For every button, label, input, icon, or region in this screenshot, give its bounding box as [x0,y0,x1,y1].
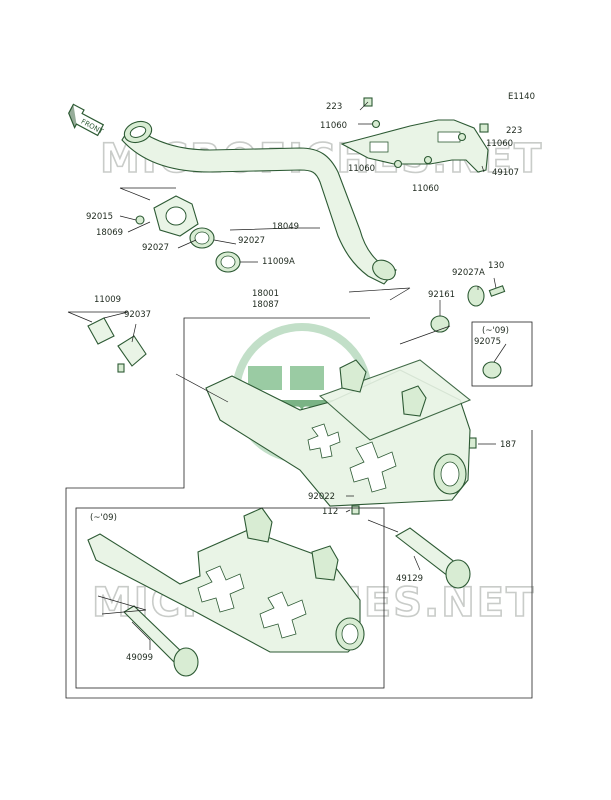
box-note-early: (~'09) [90,513,117,523]
gasket-92027 [189,227,215,249]
label-223-top: 223 [326,102,342,112]
label-18049: 18049 [272,222,299,232]
label-92037: 92037 [124,310,151,320]
label-11009a: 11009A [262,257,295,267]
heat-guard-49107 [340,119,489,173]
flange-18069 [153,195,199,237]
label-49099: 49099 [126,653,153,663]
label-92027-right: 92027 [238,236,265,246]
label-92027-left: 92027 [142,243,169,253]
gasket-11009a [215,251,241,273]
bush-92027a [467,285,485,307]
bolt-112 [351,505,360,515]
diagram-code: E1140 [508,92,535,102]
muffler-early [87,507,365,653]
label-11009: 11009 [94,295,121,305]
bolt-223-right [479,123,489,133]
label-92015: 92015 [86,212,113,222]
main-frame-outline [65,317,533,699]
label-18087: 18087 [252,300,279,310]
inner-frame-early [75,507,385,689]
label-92027a: 92027A [452,268,485,278]
bolt-130 [488,285,506,297]
label-92075: 92075 [474,337,501,347]
gasket-11009 [87,317,115,345]
muffler-18001 [205,359,472,507]
clamp-92037 [117,335,147,373]
label-92161: 92161 [428,290,455,300]
box-note-92075: (~'09) [482,326,509,336]
label-18001: 18001 [252,289,279,299]
washer-11060-right [457,132,467,142]
spark-arrester-49099 [123,605,199,677]
label-18069: 18069 [96,228,123,238]
exhaust-pipe-18049 [121,120,397,285]
washer-11060-bottom [423,155,433,165]
small-frame-92075 [471,321,533,387]
label-49107: 49107 [492,168,519,178]
label-49129: 49129 [396,574,423,584]
washer-11060-left [393,159,403,169]
label-223-right: 223 [506,126,522,136]
label-112: 112 [322,507,338,517]
damper-92075 [482,361,502,379]
label-92022: 92022 [308,492,335,502]
label-11060-right: 11060 [486,139,513,149]
label-11060-left: 11060 [348,164,375,174]
label-11060-bottom: 11060 [412,184,439,194]
label-187: 187 [500,440,516,450]
label-11060-top: 11060 [320,121,347,131]
washer-11060-top [371,119,381,129]
spark-arrester-49129 [395,527,471,589]
bolt-92015 [135,215,145,225]
label-130: 130 [488,261,504,271]
